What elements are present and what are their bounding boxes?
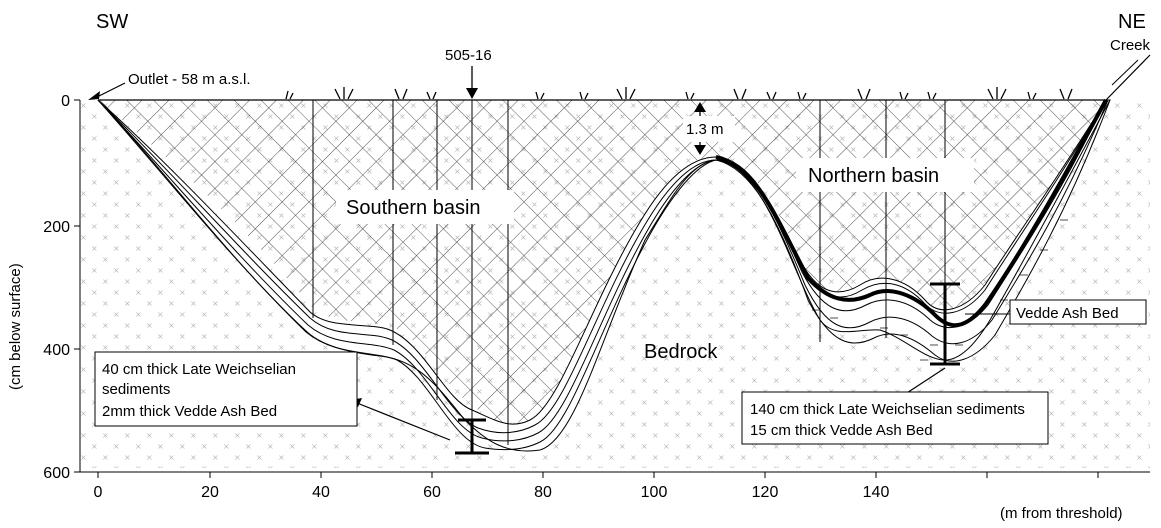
y-axis-label: (cm below surface) <box>7 263 24 390</box>
depth-label: 1.3 m <box>686 121 724 138</box>
creek-label: Creek <box>1110 37 1151 54</box>
south-box-line1: 40 cm thick Late Weichselian <box>102 361 296 378</box>
vegetation-icons <box>285 87 1073 100</box>
y-tick-400: 400 <box>43 342 70 359</box>
south-annotation-box <box>94 351 358 427</box>
y-tick-200: 200 <box>43 219 70 236</box>
outlet-pointer <box>94 82 126 99</box>
x-tick-120: 120 <box>752 484 779 501</box>
south-box-line3: 2mm thick Vedde Ash Bed <box>102 403 277 420</box>
depth-arrow-top <box>694 102 706 112</box>
y-tick-0: 0 <box>61 93 70 110</box>
outlet-label: Outlet - 58 m a.s.l. <box>128 71 251 88</box>
north-box-line2: 15 cm thick Vedde Ash Bed <box>750 422 933 439</box>
vedde-label-box <box>1009 299 1147 325</box>
x-tick-60: 60 <box>423 484 441 501</box>
sw-corner-label: SW <box>96 11 128 33</box>
core-bar-south <box>455 418 489 455</box>
core-arrowhead <box>466 88 478 99</box>
northern-label-bg <box>796 158 974 192</box>
southern-label-bg <box>336 190 514 224</box>
x-tick-40: 40 <box>312 484 330 501</box>
x-axis-label: (m from threshold) <box>1000 505 1123 522</box>
outlet-arrowhead <box>88 91 100 100</box>
shore-slope <box>1105 54 1151 101</box>
north-annotation-box <box>741 391 1049 445</box>
x-ticks <box>97 472 1099 478</box>
x-tick-140: 140 <box>863 484 890 501</box>
depth-arrow-bottom <box>694 145 706 155</box>
south-box-pointer <box>356 402 451 441</box>
x-tick-100: 100 <box>641 484 668 501</box>
north-box-line1: 140 cm thick Late Weichselian sediments <box>750 401 1025 418</box>
y-ticks <box>74 99 80 473</box>
bedrock-label: Bedrock <box>644 341 718 363</box>
southern-basin-label: Southern basin <box>346 197 481 219</box>
depth-label-bg <box>683 116 735 142</box>
south-box-line2: sediments <box>102 381 170 398</box>
x-tick-20: 20 <box>201 484 219 501</box>
creek-pointer <box>1111 59 1139 86</box>
x-tick-80: 80 <box>534 484 552 501</box>
northern-basin-label: Northern basin <box>808 165 939 187</box>
x-tick-0: 0 <box>94 484 103 501</box>
core-label: 505-16 <box>445 47 492 64</box>
vedde-ash-label: Vedde Ash Bed <box>1016 305 1119 322</box>
core-bar-north <box>930 282 960 366</box>
ne-corner-label: NE <box>1118 11 1146 33</box>
vedde-ash-line <box>715 99 1108 328</box>
y-tick-600: 600 <box>43 465 70 482</box>
